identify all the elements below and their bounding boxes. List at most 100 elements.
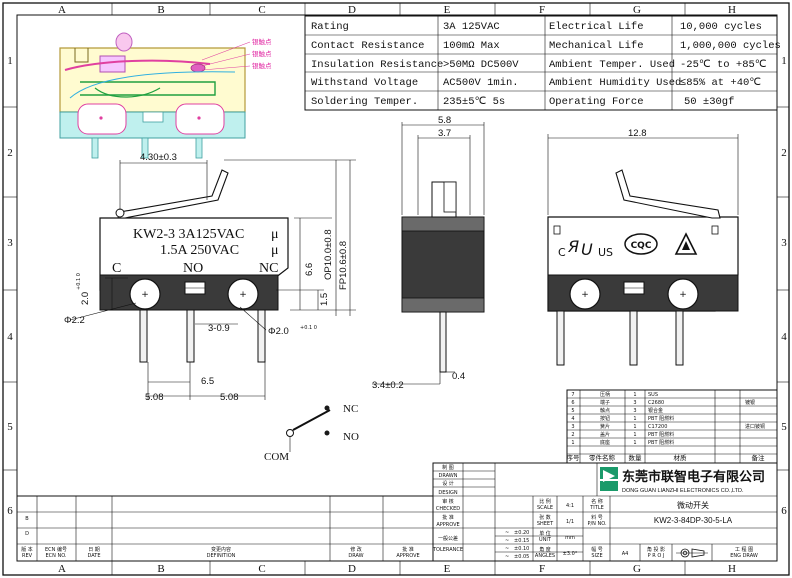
ur-logo-icon: U — [581, 240, 593, 259]
svg-text:单 位: 单 位 — [539, 530, 551, 537]
grid-col-label: H — [728, 4, 736, 16]
grid-col-label: B — [157, 4, 164, 16]
grid-row-label: 3 — [781, 237, 787, 249]
spec-value: 3A 125VAC — [443, 21, 500, 33]
grid-col-label: B — [157, 563, 164, 575]
spec-value: 235±5℃ 5s — [443, 96, 505, 108]
svg-text:备注: 备注 — [752, 453, 766, 462]
svg-text:ANGLES: ANGLES — [535, 553, 555, 559]
side-body — [401, 216, 485, 313]
svg-text:簧片: 簧片 — [600, 423, 610, 430]
svg-text:材质: 材质 — [674, 453, 688, 462]
svg-text:比 例: 比 例 — [539, 498, 551, 505]
svg-text:ECN 编号: ECN 编号 — [45, 546, 67, 553]
grid-col-label: A — [58, 563, 66, 575]
terminal-label-nc: NC — [259, 261, 278, 276]
svg-text:PBT 阻燃料: PBT 阻燃料 — [648, 431, 674, 438]
svg-text:5: 5 — [571, 408, 574, 414]
dim-pitch-65: 6.5 — [201, 376, 214, 387]
spec-value: >50MΩ DC500V — [443, 59, 519, 71]
svg-text:数量: 数量 — [629, 453, 643, 462]
svg-text:TOLERANCE: TOLERANCE — [432, 547, 463, 553]
side-terminal — [439, 311, 447, 373]
svg-text:6: 6 — [571, 400, 574, 406]
actuator-lever — [117, 169, 229, 219]
grid-row-label: 6 — [7, 505, 13, 517]
grid-col-label: F — [539, 563, 545, 575]
spec-value: AC500V 1min. — [443, 77, 519, 89]
terminal-label-c: C — [112, 261, 121, 276]
svg-text:张 数: 张 数 — [539, 514, 551, 521]
svg-text:SHEET: SHEET — [537, 521, 554, 527]
spec-label: Withstand Voltage — [311, 77, 418, 89]
svg-text:±0.10: ±0.10 — [514, 546, 529, 552]
spec-value: 1,000,000 cycles — [680, 40, 781, 52]
dim-lever-offset: 4.30±0.3 — [140, 152, 177, 163]
svg-text:CHECKED: CHECKED — [436, 506, 460, 512]
svg-text:±0.05: ±0.05 — [514, 554, 529, 560]
svg-text:APPROVE: APPROVE — [396, 553, 419, 559]
projection-symbol-icon — [676, 548, 708, 558]
svg-text:批 准: 批 准 — [402, 546, 414, 553]
svg-text:3: 3 — [571, 424, 574, 430]
title-block: 东莞市联智电子有限公司 DONG GUAN LIANZHI ELECTRONIC… — [16, 462, 778, 562]
svg-text:1: 1 — [633, 440, 636, 446]
spec-label: Mechanical Life — [549, 40, 644, 52]
svg-text:制 图: 制 图 — [442, 464, 454, 471]
svg-text:+: + — [581, 290, 589, 300]
dim-length-128: 12.8 — [628, 128, 647, 139]
svg-text:TITLE: TITLE — [589, 505, 604, 511]
schematic-no: NO — [343, 431, 359, 443]
spec-label: Ambient Humidity Used — [549, 77, 681, 89]
grid-row-label: 6 — [781, 505, 787, 517]
svg-text:压柄: 压柄 — [600, 391, 610, 398]
svg-text:REV: REV — [22, 553, 33, 559]
svg-text:~: ~ — [505, 530, 509, 536]
cert-us: US — [598, 246, 613, 259]
grid-col-label: C — [258, 4, 265, 16]
dim-pitch-508: 5.08 — [220, 392, 239, 403]
svg-text:~: ~ — [505, 554, 509, 560]
grid-col-label: G — [633, 4, 641, 16]
svg-text:P/N NO.: P/N NO. — [587, 521, 607, 527]
spec-label: Electrical Life — [549, 21, 644, 33]
dim-terminal-width: 3-0.9 — [208, 323, 230, 334]
silver-contact-label: 银触点 — [252, 49, 272, 58]
svg-text:PBT 阻燃料: PBT 阻燃料 — [648, 439, 674, 446]
svg-text:P R O J: P R O J — [648, 553, 665, 559]
svg-text:7: 7 — [571, 392, 574, 398]
grid-row-label: 1 — [7, 55, 13, 67]
svg-text:3: 3 — [633, 408, 636, 414]
bom-row: 7 压柄 1 SUS — [571, 391, 658, 398]
grid-col-label: C — [258, 563, 265, 575]
spec-label: Contact Resistance — [311, 40, 424, 52]
dim-terminal-thickness: 0.4 — [452, 371, 465, 382]
svg-text:DRAW: DRAW — [348, 553, 363, 559]
svg-text:序号: 序号 — [567, 453, 581, 462]
svg-text:银合金: 银合金 — [648, 407, 663, 414]
svg-text:ECN NO.: ECN NO. — [45, 553, 66, 559]
bom-header: 序号 零件名称 数量 材质 备注 — [567, 453, 766, 462]
grid-col-label: A — [58, 4, 66, 16]
dim-width-37: 3.7 — [438, 128, 451, 139]
svg-text:按钮: 按钮 — [600, 415, 610, 422]
dim-hole-diameter: Φ2.2 — [64, 315, 85, 326]
svg-text:工 程 图: 工 程 图 — [735, 546, 753, 553]
grid-row-label: 2 — [7, 147, 13, 159]
svg-text:~: ~ — [505, 538, 509, 544]
svg-text:2: 2 — [571, 432, 574, 438]
svg-text:版 本: 版 本 — [21, 546, 33, 553]
grid-row-label: 1 — [781, 55, 787, 67]
grid-col-label: H — [728, 563, 736, 575]
svg-text:审 核: 审 核 — [442, 498, 454, 505]
silver-contact-label: 银触点 — [252, 37, 272, 46]
spec-label: Ambient Temper. Used — [549, 59, 675, 71]
svg-text:UNIT: UNIT — [539, 537, 552, 543]
spec-value: -25℃ to +85℃ — [680, 59, 767, 71]
tolerance-label: 一般公差 — [438, 535, 458, 542]
spec-value: 100mΩ Max — [443, 40, 500, 52]
spec-value: 10,000 cycles — [680, 21, 762, 33]
svg-text:±0.20: ±0.20 — [514, 530, 529, 536]
svg-text:C2680: C2680 — [648, 400, 664, 406]
svg-text:1: 1 — [633, 392, 636, 398]
